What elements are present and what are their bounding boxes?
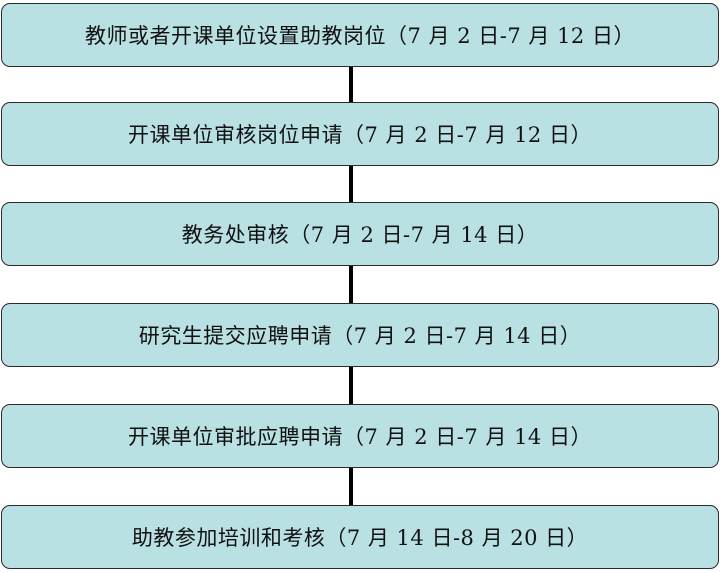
connector-line (349, 266, 353, 303)
step-unit-review-position: 开课单位审核岗位申请（7 月 2 日-7 月 12 日） (1, 102, 719, 166)
connector-line (349, 468, 353, 505)
step-label: 教务处审核（7 月 2 日-7 月 14 日） (181, 223, 539, 247)
step-student-application: 研究生提交应聘申请（7 月 2 日-7 月 14 日） (1, 303, 719, 367)
step-set-ta-positions: 教师或者开课单位设置助教岗位（7 月 2 日-7 月 12 日） (1, 3, 719, 67)
step-label: 教师或者开课单位设置助教岗位（7 月 2 日-7 月 12 日） (85, 24, 635, 48)
step-label: 开课单位审批应聘申请（7 月 2 日-7 月 14 日） (128, 425, 592, 449)
step-unit-approve-application: 开课单位审批应聘申请（7 月 2 日-7 月 14 日） (1, 404, 719, 468)
step-training-and-assessment: 助教参加培训和考核（7 月 14 日-8 月 20 日） (1, 505, 719, 569)
step-label: 研究生提交应聘申请（7 月 2 日-7 月 14 日） (138, 324, 582, 348)
step-academic-affairs-review: 教务处审核（7 月 2 日-7 月 14 日） (1, 202, 719, 266)
connector-line (349, 166, 353, 202)
connector-line (349, 67, 353, 102)
connector-line (349, 367, 353, 404)
step-label: 开课单位审核岗位申请（7 月 2 日-7 月 12 日） (128, 123, 592, 147)
step-label: 助教参加培训和考核（7 月 14 日-8 月 20 日） (131, 526, 589, 550)
